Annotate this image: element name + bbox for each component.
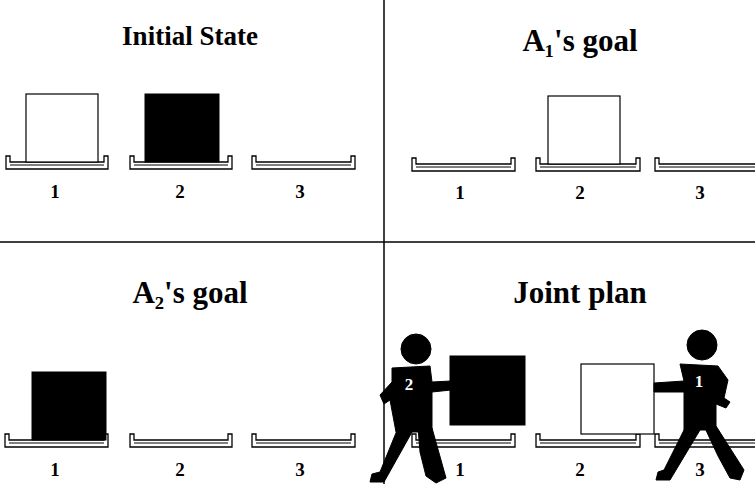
table-edge — [659, 443, 755, 444]
table-number: 3 — [695, 460, 705, 479]
table-tray — [252, 156, 355, 169]
table-number: 1 — [455, 183, 465, 202]
table-edge — [256, 443, 351, 444]
agent-figure — [370, 334, 451, 483]
divider-line — [0, 241, 755, 243]
quadrant-title: Initial State — [122, 23, 258, 50]
table-edge — [256, 165, 351, 166]
table-edge — [540, 167, 636, 168]
table-group — [5, 156, 755, 447]
white-block — [548, 96, 620, 164]
agent-number: 1 — [695, 373, 704, 390]
quadrant-title: A₂'s goal — [132, 277, 247, 308]
white-block — [581, 364, 654, 434]
agent-number: 2 — [405, 376, 414, 393]
quadrant-title: Joint plan — [513, 277, 647, 308]
table-tray — [412, 158, 515, 171]
black-block — [145, 94, 219, 162]
table-tray — [536, 434, 640, 447]
white-block — [26, 94, 98, 162]
table-number: 3 — [295, 182, 305, 201]
agent-body — [380, 366, 451, 432]
table-edge — [134, 443, 228, 444]
agent-head — [687, 330, 717, 360]
table-number: 2 — [175, 460, 185, 479]
table-number: 1 — [50, 182, 60, 201]
table-tray — [130, 434, 232, 447]
table-number: 2 — [575, 183, 585, 202]
table-number: 1 — [455, 460, 465, 479]
agent-leg — [704, 426, 744, 480]
table-tray — [252, 434, 355, 447]
agent-figure — [654, 330, 744, 480]
table-tray — [655, 434, 755, 447]
table-number: 2 — [575, 460, 585, 479]
black-block — [32, 372, 106, 440]
table-edge — [134, 165, 228, 166]
agent-leg — [370, 428, 412, 482]
table-edge — [9, 443, 104, 444]
table-number: 2 — [175, 182, 185, 201]
table-tray — [655, 158, 755, 171]
table-edge — [540, 443, 636, 444]
quadrant-title: A₁'s goal — [522, 25, 637, 56]
table-number: 3 — [295, 460, 305, 479]
table-number: 1 — [50, 460, 60, 479]
agent-head — [401, 334, 431, 364]
agent-body — [654, 364, 730, 430]
table-edge — [659, 167, 755, 168]
table-edge — [10, 165, 104, 166]
black-block — [450, 356, 525, 425]
table-number: 3 — [695, 183, 705, 202]
table-edge — [416, 167, 511, 168]
agent-leg — [418, 428, 446, 483]
agent-leg — [656, 426, 700, 480]
